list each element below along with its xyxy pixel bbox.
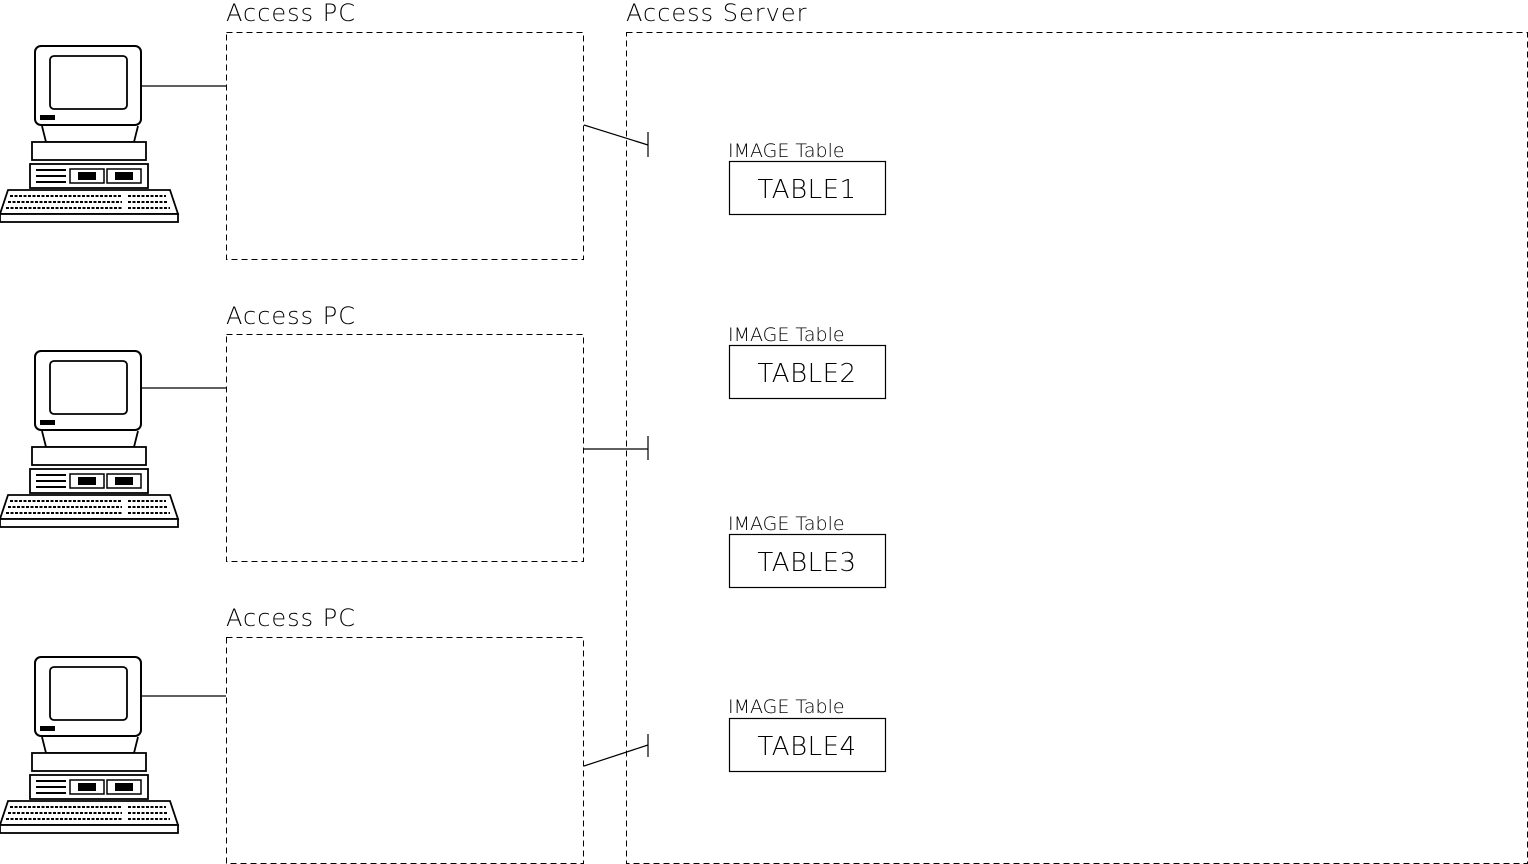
server-connectors <box>583 124 649 767</box>
table-name: TABLE3 <box>757 548 856 578</box>
table-name: TABLE2 <box>757 359 856 389</box>
table-box <box>728 533 887 589</box>
connector-line-1 <box>583 124 649 146</box>
image-table-2: IMAGE Table TABLE2 <box>728 324 887 400</box>
server-label: Access Server <box>626 0 808 27</box>
table-caption: IMAGE Table <box>728 140 845 162</box>
table-box <box>728 344 887 400</box>
image-table-3: IMAGE Table TABLE3 <box>728 513 887 589</box>
table-box <box>728 717 887 773</box>
connector-line-3 <box>583 744 649 767</box>
table-caption: IMAGE Table <box>728 513 845 535</box>
table-caption: IMAGE Table <box>728 696 845 718</box>
server-group: Access Server IMAGE Table TABLE1 IMAGE T… <box>626 0 1528 864</box>
table-box <box>728 160 887 216</box>
pc-group-3: Access PC <box>0 604 584 864</box>
pc-label: Access PC <box>226 0 356 27</box>
pc-label: Access PC <box>226 302 356 330</box>
pc-label: Access PC <box>226 604 356 632</box>
pc-box <box>226 32 584 260</box>
pc-group-2: Access PC <box>0 302 584 562</box>
table-name: TABLE1 <box>757 175 856 205</box>
computer-icon <box>0 656 179 834</box>
pc-box <box>226 334 584 562</box>
table-caption: IMAGE Table <box>728 324 845 346</box>
computer-icon <box>0 45 179 223</box>
image-table-1: IMAGE Table TABLE1 <box>728 140 887 216</box>
computer-icon <box>0 350 179 528</box>
pc-group-1: Access PC <box>0 0 584 260</box>
pc-box <box>226 637 584 864</box>
image-table-4: IMAGE Table TABLE4 <box>728 696 887 773</box>
table-name: TABLE4 <box>757 732 856 762</box>
